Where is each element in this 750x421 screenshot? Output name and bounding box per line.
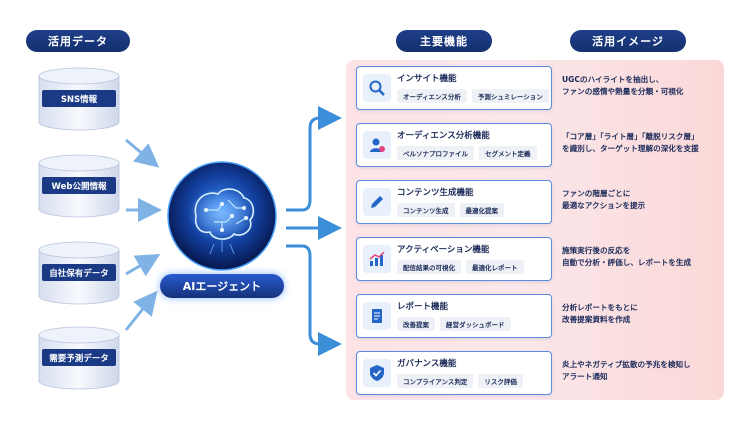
function-desc-insight: UGCのハイライトを抽出し、ファンの感情や熱量を分類・可視化	[562, 75, 684, 96]
function-tag: 最適化提案	[459, 203, 504, 217]
source-label: 自社保有データ	[42, 264, 116, 281]
function-tag: リスク評価	[478, 374, 523, 388]
function-title: コンテンツ生成機能	[397, 188, 474, 198]
source-internal: 自社保有データ	[36, 240, 122, 306]
source-sns: SNS情報	[36, 66, 122, 132]
function-card-audience: オーディエンス分析機能 ペルソナプロファイル セグメント定義	[356, 123, 552, 167]
function-desc-governance: 炎上やネガティブ拡散の予兆を検知しアラート通知	[562, 360, 691, 381]
function-tag: ペルソナプロファイル	[397, 146, 474, 160]
function-title: レポート機能	[397, 302, 449, 312]
function-card-content: コンテンツ生成機能 コンテンツ生成 最適化提案	[356, 180, 552, 224]
function-card-insight: インサイト機能 オーディエンス分析 予測シュミレーション	[356, 66, 552, 110]
arrow-internal	[125, 253, 161, 277]
user-icon	[363, 131, 391, 159]
function-desc-content: ファンの階層ごとに最適なアクションを提示	[562, 189, 646, 210]
source-web: Web公開情報	[36, 153, 122, 219]
chart-icon	[363, 245, 391, 273]
function-tag: オーディエンス分析	[397, 89, 467, 103]
function-card-activation: アクティベーション機能 配信結果の可視化 最適化レポート	[356, 237, 552, 281]
function-title: オーディエンス分析機能	[397, 131, 490, 141]
function-tag: セグメント定義	[479, 146, 537, 160]
function-title: アクティベーション機能	[397, 245, 490, 255]
function-tag: 配信結果の可視化	[397, 260, 461, 274]
function-tag: 予測シュミレーション	[471, 89, 549, 103]
document-icon	[363, 302, 391, 330]
function-desc-audience: 「コア層」「ライト層」「離脱リスク層」を識別し、ターゲット理解の深化を支援	[562, 132, 699, 153]
arrow-to-functions-bottom	[286, 244, 342, 356]
header-functions: 主要機能	[396, 30, 492, 52]
search-icon	[363, 74, 391, 102]
arrow-demand	[124, 290, 158, 331]
function-tag: 改善提案	[397, 317, 435, 331]
arrow-to-functions-top	[286, 106, 342, 212]
brain-icon	[167, 161, 277, 271]
function-tag: コンテンツ生成	[397, 203, 455, 217]
source-demand: 需要予測データ	[36, 325, 122, 391]
pen-icon	[363, 188, 391, 216]
function-card-report: レポート機能 改善提案 経営ダッシュボード	[356, 294, 552, 338]
arrow-sns	[125, 138, 160, 168]
function-desc-activation: 施策実行後の反応を自動で分析・評価し、レポートを生成	[562, 246, 692, 267]
agent-label: AIエージェント	[160, 274, 284, 298]
function-tag: コンプライアンス判定	[397, 374, 474, 388]
header-data: 活用データ	[26, 30, 130, 52]
source-label: Web公開情報	[42, 177, 116, 194]
function-tag: 経営ダッシュボード	[440, 317, 511, 331]
function-title: インサイト機能	[397, 74, 457, 84]
function-card-governance: ガバナンス機能 コンプライアンス判定 リスク評価	[356, 351, 552, 395]
function-tag: 最適化レポート	[466, 260, 524, 274]
header-images: 活用イメージ	[570, 30, 686, 52]
function-title: ガバナンス機能	[397, 359, 457, 369]
source-label: 需要予測データ	[42, 349, 116, 366]
shield-icon	[363, 359, 391, 387]
function-desc-report: 分析レポートをもとに改善提案資料を作成	[562, 303, 638, 324]
source-label: SNS情報	[42, 90, 116, 107]
function-panel	[346, 60, 724, 400]
